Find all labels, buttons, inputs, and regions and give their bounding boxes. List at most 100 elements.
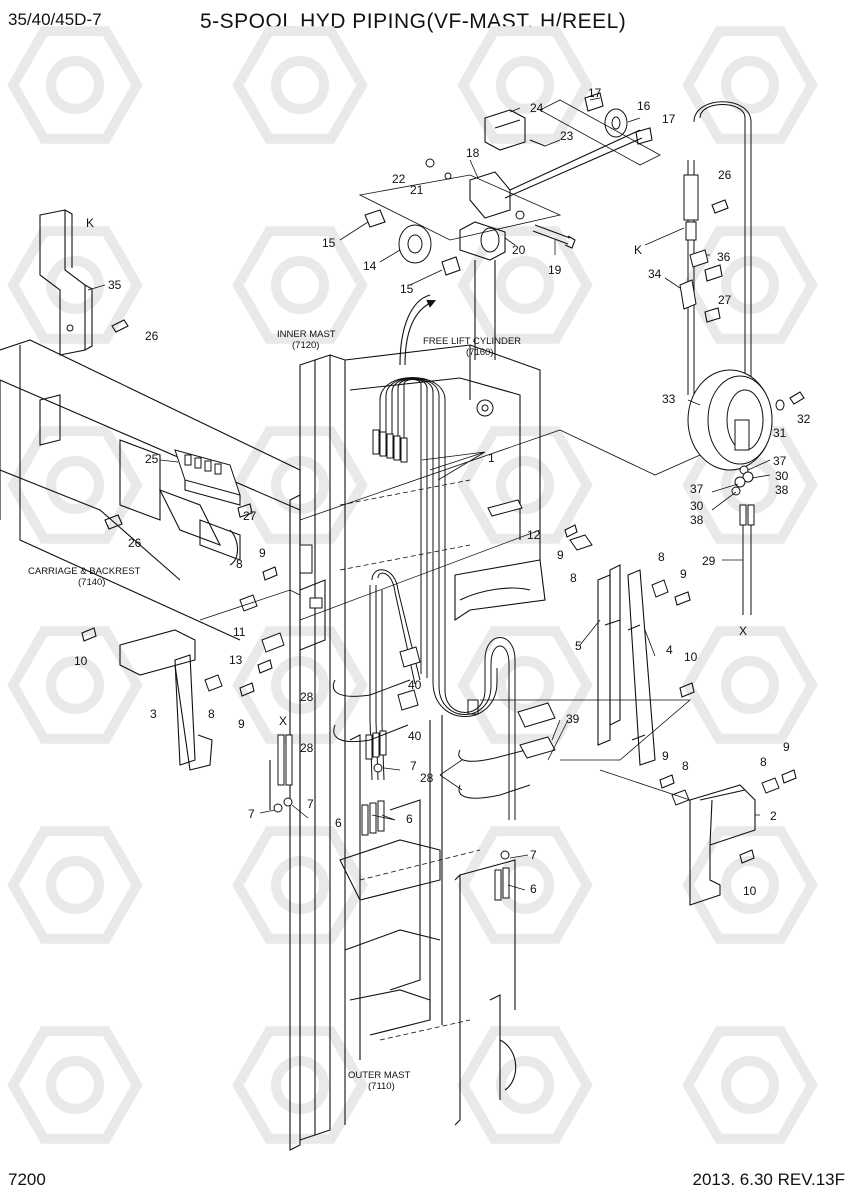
watermark-hexagon bbox=[7, 826, 143, 944]
hose-fitting bbox=[379, 431, 387, 457]
watermark-ring bbox=[46, 656, 104, 714]
callout-8e: 8 bbox=[682, 759, 689, 773]
callout-1: 1 bbox=[488, 451, 495, 465]
callout-40b: 40 bbox=[408, 729, 422, 743]
callout-30b: 30 bbox=[690, 499, 704, 513]
callout-7b: 7 bbox=[307, 797, 314, 811]
callout-15b: 15 bbox=[400, 282, 414, 296]
watermark-hexagon bbox=[682, 1026, 818, 1144]
captions: INNER MAST (7120) FREE LIFT CYLINDER (71… bbox=[28, 329, 521, 1092]
watermark-hexagon bbox=[457, 826, 593, 944]
watermark-hexagon bbox=[457, 26, 593, 144]
callout-9e: 9 bbox=[662, 749, 669, 763]
callout-17b: 17 bbox=[662, 112, 676, 126]
caption-outer-mast-code: (7110) bbox=[368, 1081, 395, 1092]
callout-4: 4 bbox=[666, 643, 673, 657]
watermark-ring bbox=[721, 856, 779, 914]
callout-X2: X bbox=[279, 714, 287, 728]
caption-free-lift-code: (7160) bbox=[466, 347, 493, 358]
callout-7a: 7 bbox=[410, 759, 417, 773]
hose-reel bbox=[299, 101, 805, 615]
watermark-hexagon bbox=[682, 826, 818, 944]
callout-38b: 38 bbox=[690, 513, 704, 527]
hose-bundle bbox=[365, 377, 516, 820]
callout-23: 23 bbox=[560, 129, 574, 143]
hose-fitting bbox=[386, 433, 394, 459]
callout-24: 24 bbox=[530, 101, 544, 115]
clamps-28-40-39 bbox=[332, 499, 556, 799]
bracket-2 bbox=[480, 699, 797, 906]
callout-17a: 17 bbox=[588, 86, 602, 100]
page-number: 7200 bbox=[8, 1170, 46, 1189]
watermark-ring bbox=[496, 456, 554, 514]
caption-outer-mast: OUTER MAST bbox=[348, 1070, 410, 1081]
callout-K1: K bbox=[86, 216, 94, 230]
callout-37b: 37 bbox=[690, 482, 704, 496]
callout-20: 20 bbox=[512, 243, 526, 257]
callout-26c: 26 bbox=[128, 536, 142, 550]
watermark-ring bbox=[721, 56, 779, 114]
caption-carriage: CARRIAGE & BACKREST bbox=[28, 566, 141, 577]
watermark-ring bbox=[46, 256, 104, 314]
callout-34: 34 bbox=[648, 267, 662, 281]
watermark-hexagon bbox=[7, 26, 143, 144]
callout-13: 13 bbox=[229, 653, 243, 667]
leader-lines bbox=[87, 97, 771, 891]
callout-18: 18 bbox=[466, 146, 480, 160]
hose-fitting bbox=[393, 435, 401, 461]
bracket-3 bbox=[81, 566, 301, 771]
caption-inner-mast-code: (7120) bbox=[292, 340, 319, 351]
hose-fitting bbox=[400, 437, 408, 463]
date-revision: 2013. 6.30 REV.13F bbox=[692, 1170, 846, 1189]
hose-fitting bbox=[372, 429, 380, 455]
callout-8f: 8 bbox=[760, 755, 767, 769]
watermark-ring bbox=[46, 456, 104, 514]
hose-fitting bbox=[379, 730, 387, 756]
callout-10c: 10 bbox=[743, 884, 757, 898]
watermark-ring bbox=[271, 56, 329, 114]
callout-40a: 40 bbox=[408, 678, 422, 692]
callout-16: 16 bbox=[637, 99, 651, 113]
callout-28a: 28 bbox=[300, 690, 314, 704]
hose-fitting bbox=[372, 732, 380, 758]
callout-8d: 8 bbox=[208, 707, 215, 721]
caption-carriage-code: (7140) bbox=[78, 577, 105, 588]
callout-27b: 27 bbox=[243, 509, 257, 523]
callout-32: 32 bbox=[797, 412, 811, 426]
watermark-ring bbox=[271, 256, 329, 314]
callout-28c: 28 bbox=[420, 771, 434, 785]
callout-15a: 15 bbox=[322, 236, 336, 250]
brackets-4-5 bbox=[564, 524, 695, 766]
callout-35: 35 bbox=[108, 278, 122, 292]
watermark-ring bbox=[721, 1056, 779, 1114]
callout-27a: 27 bbox=[718, 293, 732, 307]
callout-36: 36 bbox=[717, 250, 731, 264]
watermark-hexagon bbox=[7, 1026, 143, 1144]
watermark-ring bbox=[721, 256, 779, 314]
callout-26b: 26 bbox=[718, 168, 732, 182]
callout-33: 33 bbox=[662, 392, 676, 406]
model-number: 35/40/45D-7 bbox=[8, 10, 102, 29]
callout-12: 12 bbox=[527, 528, 541, 542]
bracket-35 bbox=[39, 209, 129, 356]
watermark-ring bbox=[46, 1056, 104, 1114]
watermark-ring bbox=[496, 656, 554, 714]
watermark-hexagon bbox=[682, 626, 818, 744]
watermark-ring bbox=[46, 856, 104, 914]
hose-ends bbox=[269, 734, 510, 901]
watermark-hexagon bbox=[232, 826, 368, 944]
watermark-hexagon bbox=[457, 1026, 593, 1144]
watermark-hexagon bbox=[457, 426, 593, 544]
inner-mast bbox=[289, 344, 546, 1151]
callout-6a: 6 bbox=[335, 816, 342, 830]
callout-11: 11 bbox=[233, 625, 246, 639]
callout-6b: 6 bbox=[406, 812, 413, 826]
callout-10a: 10 bbox=[684, 650, 698, 664]
callout-X1: X bbox=[739, 624, 747, 638]
watermark-hexagon bbox=[232, 26, 368, 144]
callout-29: 29 bbox=[702, 554, 716, 568]
callout-38a: 38 bbox=[775, 483, 789, 497]
callout-7d: 7 bbox=[530, 848, 537, 862]
